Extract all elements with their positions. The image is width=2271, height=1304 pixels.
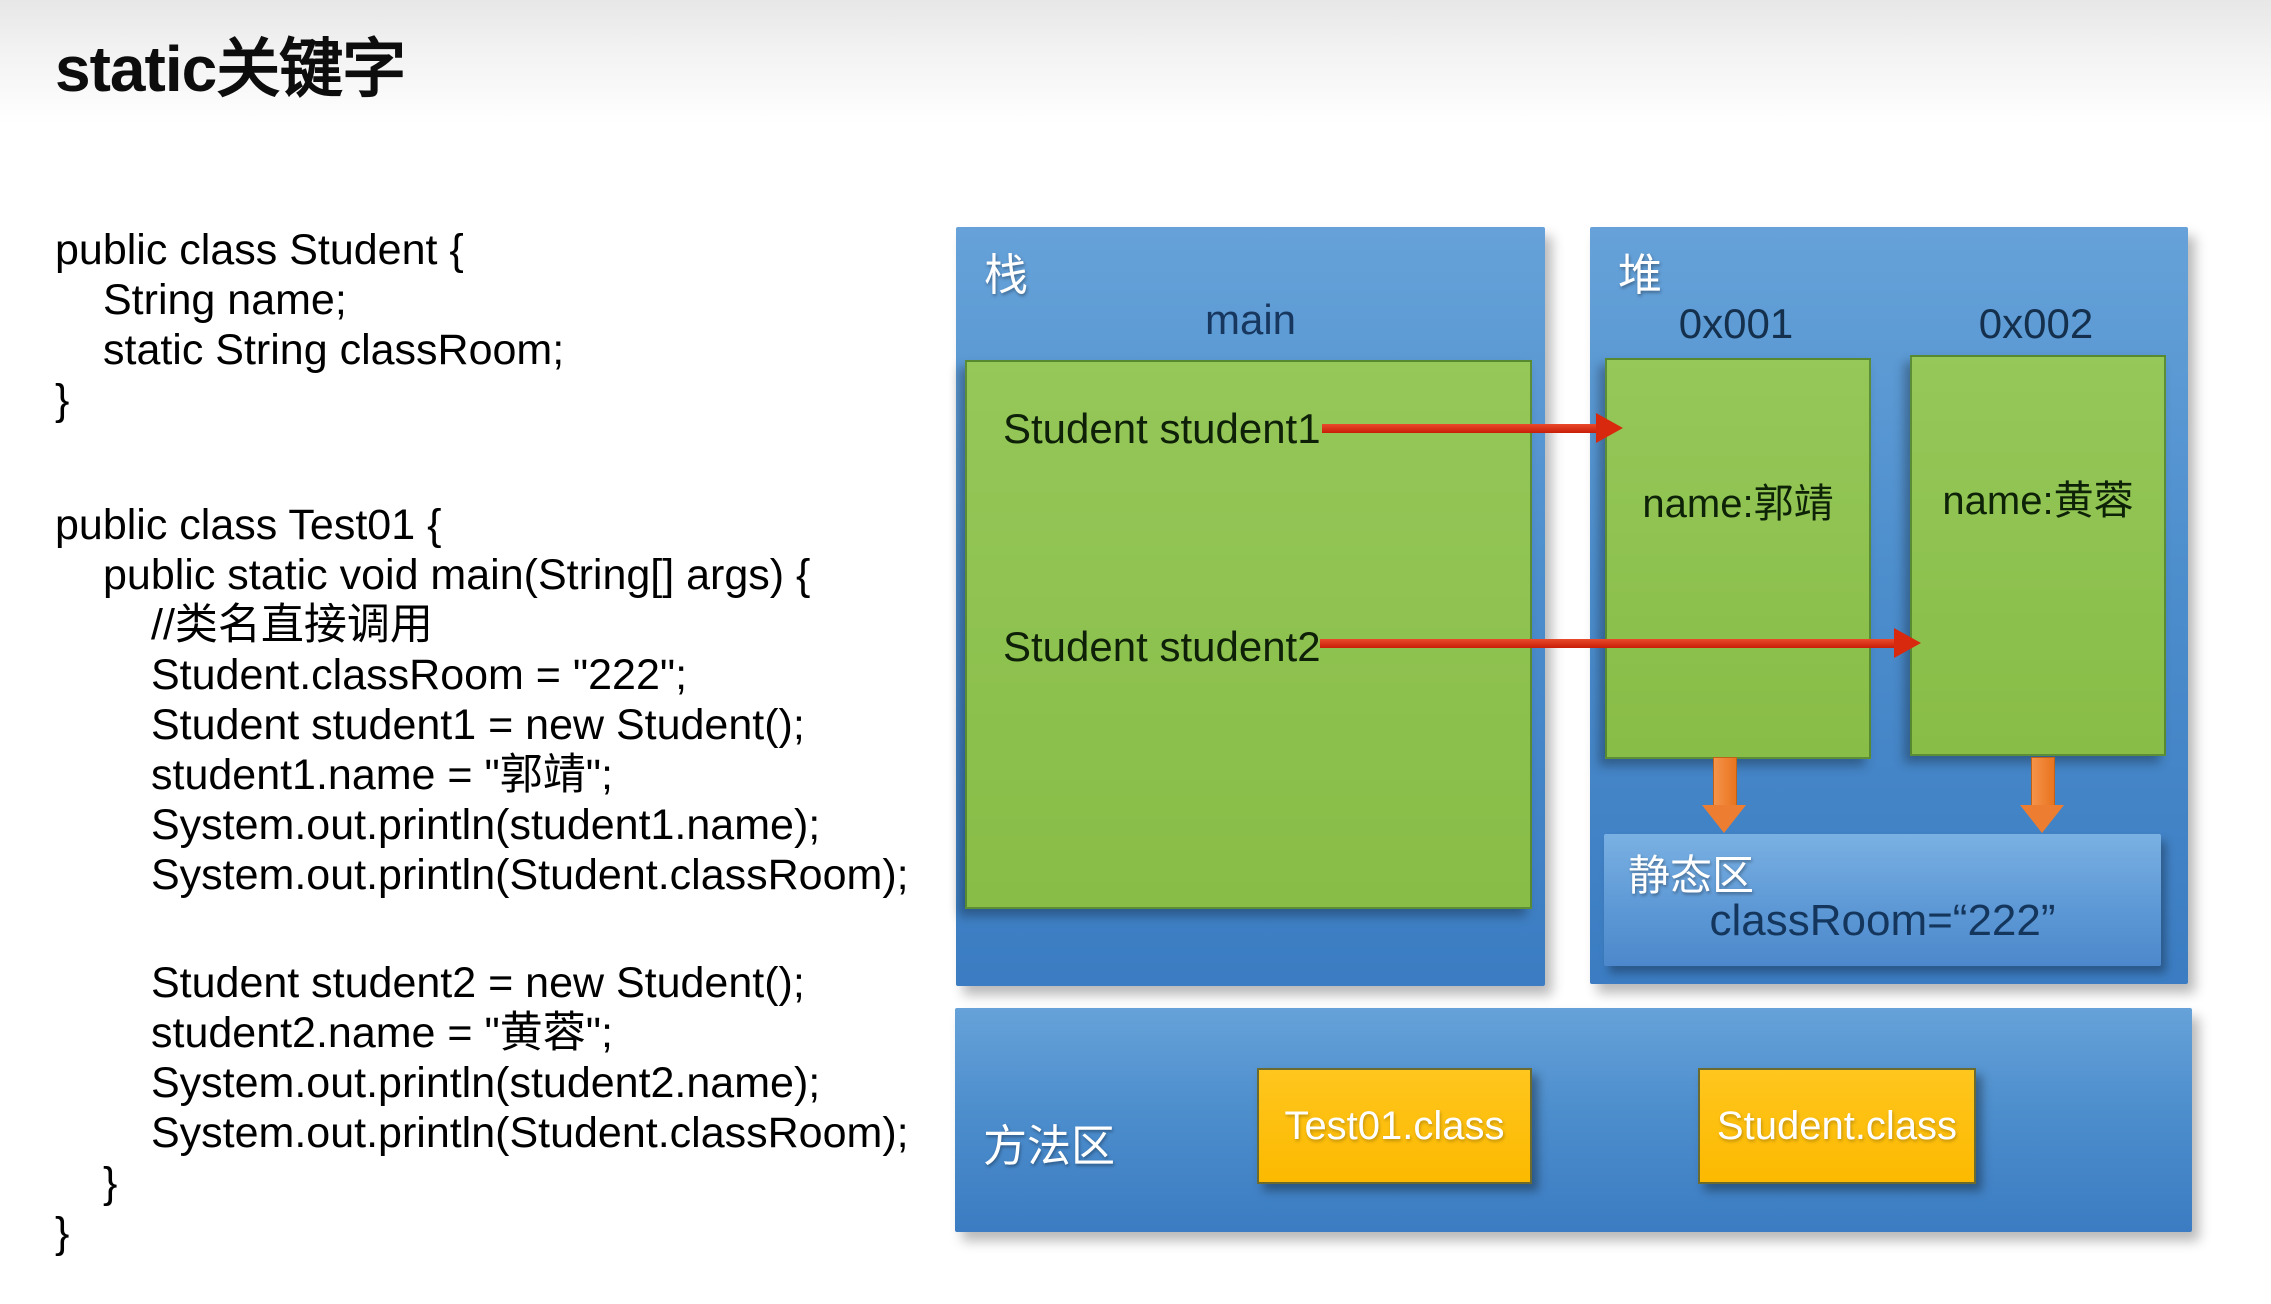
method-area-panel: 方法区 Test01.class Student.class: [955, 1008, 2192, 1232]
page-title: static关键字: [55, 33, 406, 105]
code-line: public static void main(String[] args) {: [103, 551, 811, 599]
stack-panel: 栈 main Student student1 Student student2: [956, 227, 1545, 986]
code-line: }: [103, 1159, 118, 1207]
static-area-label: 静态区: [1628, 852, 1755, 899]
stack-variable-student1: Student student1: [1003, 405, 1321, 452]
object2-to-static-arrow: [2020, 757, 2064, 833]
code-block: public class Student {String name;static…: [55, 225, 909, 425]
object2-address-label: 0x002: [1978, 300, 2094, 347]
heap-object2-box: name:黄蓉: [1910, 355, 2166, 756]
object1-name-field: name:郭靖: [1642, 482, 1834, 526]
code-line: System.out.println(Student.classRoom);: [151, 851, 909, 899]
heap-object1-box: name:郭靖: [1605, 358, 1871, 759]
arrow-shaft: [1713, 757, 1737, 806]
stack-variable-student2: Student student2: [1003, 623, 1321, 670]
code-block: public class Test01 {public static void …: [55, 500, 909, 1258]
object1-to-static-arrow: [1702, 757, 1746, 833]
arrow-down-icon: [1702, 805, 1746, 833]
object1-address-label: 0x001: [1678, 300, 1794, 347]
static-classroom-value: classRoom=“222”: [1709, 896, 2056, 945]
arrow-down-icon: [2020, 805, 2064, 833]
stack-label: 栈: [984, 251, 1028, 300]
method-area-label: 方法区: [983, 1122, 1115, 1171]
code-line: student2.name = "黄蓉";: [151, 1009, 613, 1057]
code-line: student1.name = "郭靖";: [151, 751, 613, 799]
code-line: Student.classRoom = "222";: [151, 651, 688, 699]
code-line: System.out.println(Student.classRoom);: [151, 1109, 909, 1157]
code-line: System.out.println(student1.name);: [151, 801, 821, 849]
student1-reference-arrow: [1322, 424, 1596, 433]
arrow-right-icon: [1894, 628, 1921, 658]
static-area-box: 静态区 classRoom=“222”: [1604, 834, 2161, 966]
object2-name-field: name:黄蓉: [1942, 479, 2134, 523]
student2-reference-arrow: [1320, 639, 1894, 648]
code-line: }: [55, 1209, 70, 1257]
heap-label: 堆: [1618, 251, 1662, 300]
code-line: public class Test01 {: [55, 501, 442, 549]
test01-class-box: Test01.class: [1257, 1068, 1532, 1184]
code-line: [55, 900, 909, 958]
heap-panel: 堆 0x001 0x002 name:郭靖 name:黄蓉 静态区 classR…: [1590, 227, 2188, 984]
code-line: //类名直接调用: [151, 601, 433, 649]
student-class-box: Student.class: [1698, 1068, 1976, 1184]
arrow-right-icon: [1596, 413, 1623, 443]
main-stack-frame-box: Student student1 Student student2: [965, 360, 1532, 909]
top-gradient-band: [0, 0, 2271, 125]
code-line: public class Student {: [55, 226, 464, 274]
code-line: static String classRoom;: [103, 326, 565, 374]
code-line: Student student2 = new Student();: [151, 959, 805, 1007]
code-line: System.out.println(student2.name);: [151, 1059, 821, 1107]
code-area: public class Student {String name;static…: [55, 225, 909, 1258]
code-line: String name;: [103, 276, 347, 324]
arrow-shaft: [2031, 757, 2055, 806]
code-line: Student student1 = new Student();: [151, 701, 805, 749]
main-frame-label: main: [1204, 296, 1297, 343]
code-line: }: [55, 376, 70, 424]
